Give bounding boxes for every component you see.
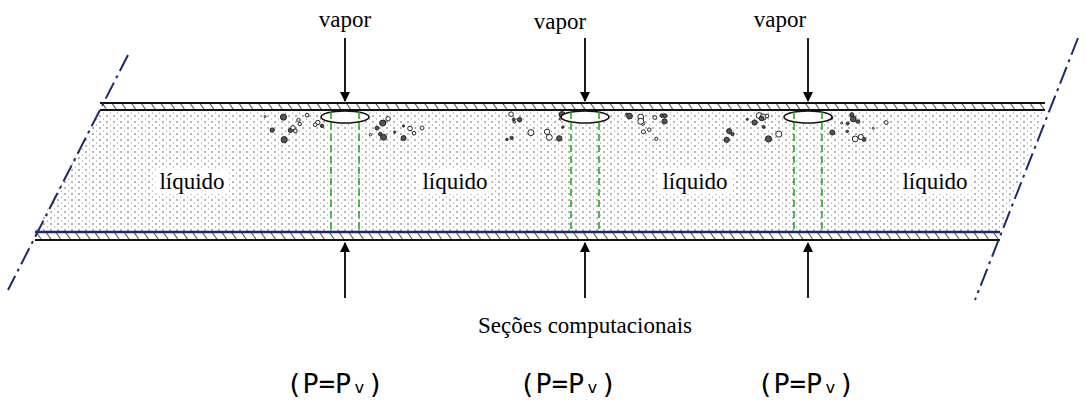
cut-line [8, 55, 128, 290]
bubble [369, 134, 371, 136]
vapor-label: vapor [319, 7, 371, 32]
bubble [648, 128, 652, 132]
bubble [408, 126, 413, 131]
bubble [562, 126, 564, 128]
bubble [663, 114, 667, 118]
bubble [641, 130, 645, 134]
bubble [638, 118, 644, 124]
bubble [305, 113, 309, 117]
bubble [850, 113, 854, 117]
pressure-condition: (P=Pᵥ) [519, 369, 617, 399]
bubble [420, 126, 424, 130]
section-arrow [807, 38, 809, 101]
bubble [557, 136, 562, 141]
bubble [513, 121, 515, 123]
liquid-label: líquido [418, 169, 491, 194]
bubble [727, 129, 732, 134]
section-arrow [584, 38, 586, 101]
pipe-wall [100, 103, 1045, 110]
bubble [858, 134, 863, 139]
vapor-label: vapor [754, 7, 806, 32]
bubble [320, 124, 323, 127]
bubble [765, 136, 771, 142]
bubble [280, 114, 286, 120]
bubble [627, 113, 633, 119]
section-line [330, 112, 332, 231]
bubble [402, 125, 404, 127]
bubble [724, 137, 729, 142]
bubble [653, 116, 657, 120]
pipe-wall [35, 232, 1000, 240]
bubble [297, 118, 300, 121]
bubble [412, 131, 416, 135]
bubble [401, 136, 406, 141]
section-arrow [584, 243, 586, 298]
bubble [841, 122, 843, 124]
bubble [746, 118, 748, 120]
bubble [379, 132, 383, 136]
bubble [544, 129, 549, 134]
section-caption: Seções computacionais [478, 313, 692, 338]
bubble [510, 136, 513, 139]
bubble [852, 136, 858, 142]
bubble [830, 130, 835, 135]
liquid-label: líquido [658, 169, 731, 194]
bubble [380, 120, 386, 126]
bubble [509, 112, 514, 117]
bubble [546, 134, 552, 140]
vapor-cavities [321, 38, 832, 298]
vapor-cavity [784, 111, 832, 123]
bubble [884, 121, 888, 125]
bubble [270, 128, 274, 132]
bubble [528, 130, 534, 136]
pressure-condition: (P=Pᵥ) [757, 369, 855, 399]
bubble [281, 137, 287, 143]
bubble [512, 118, 515, 121]
bubble [313, 123, 317, 127]
bubble [626, 113, 628, 115]
section-line [793, 112, 795, 231]
bubble [752, 120, 757, 125]
liquid-label: líquido [898, 169, 971, 194]
bubble [846, 130, 848, 132]
bubble [506, 138, 508, 140]
liquid-fill [35, 110, 1045, 232]
bubble [291, 126, 295, 130]
bubble [872, 127, 874, 129]
section-line [821, 112, 823, 231]
bubble [298, 122, 301, 125]
bubble [394, 131, 396, 133]
bubble [386, 117, 390, 121]
bubble [264, 116, 266, 118]
bubble [846, 122, 849, 125]
bubble [759, 116, 764, 121]
vapor-cavity [321, 111, 369, 123]
section-line [358, 112, 360, 231]
vapor-label: vapor [534, 9, 586, 34]
bubble [776, 131, 782, 137]
bubble [662, 119, 667, 124]
section-arrow [807, 243, 809, 298]
bubble [375, 126, 379, 130]
bubble [655, 137, 658, 140]
section-line [570, 112, 572, 231]
bubble [765, 114, 769, 118]
bubble [856, 120, 860, 124]
vapor-cavity [561, 111, 609, 123]
section-arrow [344, 243, 346, 298]
cut-line [975, 38, 1078, 300]
section-line [598, 112, 600, 231]
bubble [762, 125, 765, 128]
section-arrow [344, 38, 346, 101]
pressure-condition: (P=Pᵥ) [286, 369, 384, 399]
liquid-label: líquido [155, 169, 228, 194]
bubble [517, 118, 521, 122]
